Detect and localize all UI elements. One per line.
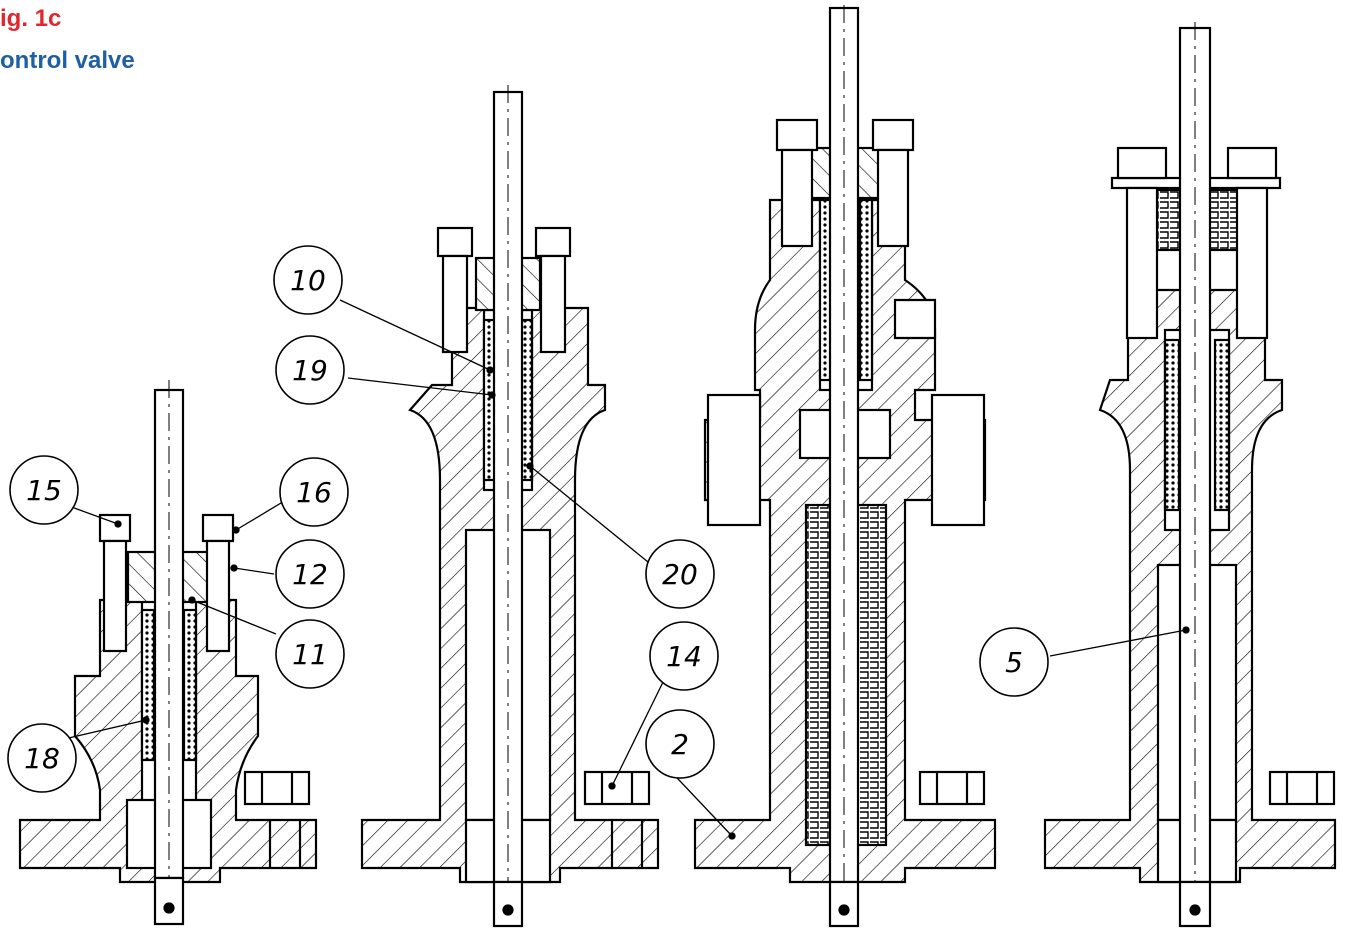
callout-12-text: 12: [292, 558, 328, 591]
valve-3: [693, 5, 997, 928]
callout-14-text: 14: [666, 640, 702, 673]
valve-2: [360, 85, 660, 928]
figure-title: ontrol valve: [0, 47, 135, 74]
callout-2: 2: [645, 709, 715, 779]
callout-20: 20: [645, 539, 715, 609]
callout-15: 15: [9, 455, 79, 525]
callout-5: 5: [979, 627, 1049, 697]
callout-19-text: 19: [292, 354, 328, 387]
callout-19: 19: [275, 335, 345, 405]
callout-18-text: 18: [24, 742, 60, 775]
callout-18: 18: [7, 723, 77, 793]
callout-12: 12: [275, 539, 345, 609]
callout-2-text: 2: [671, 728, 689, 761]
callout-11: 11: [275, 619, 345, 689]
leader-lines: [59, 299, 1190, 840]
callout-16-text: 16: [296, 476, 332, 509]
callout-20-text: 20: [662, 558, 698, 591]
valve-4: [1043, 22, 1337, 928]
callout-11-text: 11: [292, 638, 328, 671]
callout-15-text: 15: [26, 474, 62, 507]
callout-10: 10: [273, 245, 343, 315]
callout-5-text: 5: [1005, 646, 1023, 679]
callout-16: 16: [279, 457, 349, 527]
callout-14: 14: [649, 621, 719, 691]
valve-1: [18, 380, 318, 926]
callout-10-text: 10: [290, 264, 326, 297]
figure-label: ig. 1c: [0, 5, 62, 32]
